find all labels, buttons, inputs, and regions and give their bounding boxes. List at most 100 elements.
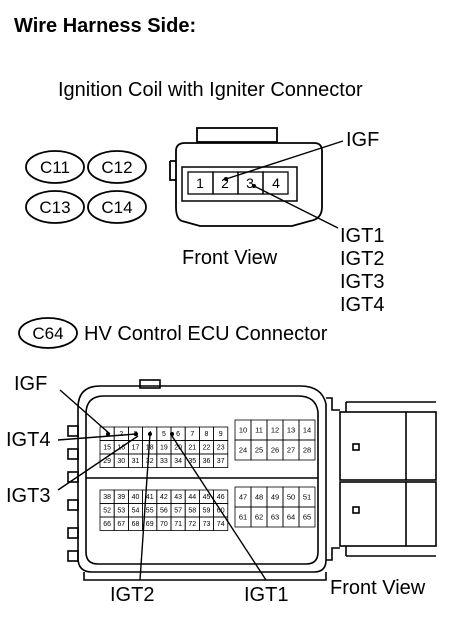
coil-signal-igt2: IGT2 — [340, 248, 384, 270]
ecu-pin-44: 44 — [188, 494, 196, 501]
ecu-pin-block-a: 1234567891516171819202122232930313233343… — [99, 426, 229, 468]
ecu-igt1-dot — [170, 432, 174, 436]
ecu-pin-32: 32 — [146, 458, 154, 465]
ecu-pin-35: 35 — [188, 458, 196, 465]
ecu-pin-40: 40 — [132, 494, 140, 501]
ecu-pin-cell — [213, 453, 229, 468]
ecu-pin-47: 47 — [239, 493, 247, 502]
ecu-connector-title: HV Control ECU Connector — [84, 323, 328, 345]
ecu-pin-69: 69 — [146, 521, 154, 528]
ecu-igt2-dot — [148, 432, 152, 436]
coil-pin-4: 4 — [272, 175, 280, 191]
ecu-pin-16: 16 — [117, 445, 125, 452]
coil-pin2-dot — [224, 177, 228, 181]
ecu-pin-64: 64 — [287, 513, 295, 522]
ecu-pin-6: 6 — [176, 431, 180, 438]
ecu-pin-52: 52 — [103, 508, 111, 515]
ecu-pin-29: 29 — [103, 458, 111, 465]
connector-code-c13: C13 — [39, 198, 70, 217]
ecu-pin-cell — [213, 516, 229, 531]
ecu-pin-13: 13 — [287, 426, 295, 435]
ecu-pin-cell — [298, 439, 316, 461]
ecu-pin-22: 22 — [203, 445, 211, 452]
coil-signal-igf: IGF — [346, 129, 379, 151]
coil-signal-igt3: IGT3 — [340, 271, 384, 293]
ecu-pin-cell — [298, 506, 316, 528]
heading: Wire Harness Side: — [14, 15, 196, 37]
ecu-pin-31: 31 — [132, 458, 140, 465]
ecu-connector-code: C64 — [32, 324, 63, 343]
coil-connector-codes — [25, 150, 147, 224]
ecu-pin-71: 71 — [174, 521, 182, 528]
ecu-connector-body — [67, 379, 437, 581]
ecu-pin-72: 72 — [188, 521, 196, 528]
ecu-pin-70: 70 — [160, 521, 168, 528]
ecu-pin-68: 68 — [132, 521, 140, 528]
coil-pin-cells — [187, 171, 289, 195]
ecu-pin-39: 39 — [117, 494, 125, 501]
ecu-pin-57: 57 — [174, 508, 182, 515]
ecu-pin-21: 21 — [188, 445, 196, 452]
ecu-pin-45: 45 — [203, 494, 211, 501]
ecu-pin-56: 56 — [160, 508, 168, 515]
coil-front-view-label: Front View — [182, 247, 278, 269]
ecu-pin-63: 63 — [271, 513, 279, 522]
ecu-pin-11: 11 — [255, 426, 263, 435]
ecu-pin-14: 14 — [303, 426, 311, 435]
coil-pin3-dot — [252, 184, 256, 188]
ecu-pin-66: 66 — [103, 521, 111, 528]
ecu-label-igt3: IGT3 — [6, 485, 50, 507]
ecu-pin-46: 46 — [217, 494, 225, 501]
ecu-pin-23: 23 — [217, 445, 225, 452]
ecu-pin-48: 48 — [255, 493, 263, 502]
ecu-pin-8: 8 — [205, 431, 209, 438]
ecu-igf-dot — [106, 432, 110, 436]
coil-signal-igt1: IGT1 — [340, 225, 384, 247]
ecu-pin-50: 50 — [287, 493, 295, 502]
ecu-label-igt1: IGT1 — [244, 584, 288, 606]
ecu-pin-17: 17 — [132, 445, 140, 452]
ecu-pin-19: 19 — [160, 445, 168, 452]
ecu-label-igt2: IGT2 — [110, 584, 154, 606]
ecu-pin-25: 25 — [255, 446, 263, 455]
ecu-pin-9: 9 — [219, 431, 223, 438]
connector-code-c12: C12 — [101, 158, 132, 177]
ecu-pin-74: 74 — [217, 521, 225, 528]
ecu-pin-59: 59 — [203, 508, 211, 515]
ecu-leader-lines — [57, 389, 267, 581]
ecu-pin-61: 61 — [239, 513, 247, 522]
ecu-pin-53: 53 — [117, 508, 125, 515]
ecu-pin-20: 20 — [174, 445, 182, 452]
ecu-pin-33: 33 — [160, 458, 168, 465]
connector-code-c14: C14 — [101, 198, 132, 217]
ecu-label-igt4: IGT4 — [6, 429, 50, 451]
ecu-pin-12: 12 — [271, 426, 279, 435]
ecu-pin-34: 34 — [174, 458, 182, 465]
ecu-pin-62: 62 — [255, 513, 263, 522]
ecu-pin-15: 15 — [103, 445, 111, 452]
coil-signal-igt4: IGT4 — [340, 294, 384, 316]
ecu-pin-42: 42 — [160, 494, 168, 501]
coil-pin-2: 2 — [221, 175, 229, 191]
ecu-pin-43: 43 — [174, 494, 182, 501]
ecu-pin-38: 38 — [103, 494, 111, 501]
ecu-connector-code-oval — [18, 317, 78, 349]
coil-pin-3: 3 — [246, 175, 254, 191]
ecu-pin-10: 10 — [239, 426, 247, 435]
ecu-pin-37: 37 — [217, 458, 225, 465]
coil-pin-1: 1 — [196, 175, 204, 191]
ecu-pin-block-b: 10 11 12 13 14 24 25 26 27 28 — [234, 419, 316, 461]
ecu-pin-55: 55 — [146, 508, 154, 515]
ecu-pin-24: 24 — [239, 446, 247, 455]
coil-connector-title: Ignition Coil with Igniter Connector — [58, 79, 363, 101]
ecu-pin-73: 73 — [203, 521, 211, 528]
ecu-pin-67: 67 — [117, 521, 125, 528]
ecu-pin-58: 58 — [188, 508, 196, 515]
ecu-pin-28: 28 — [303, 446, 311, 455]
ecu-pin-7: 7 — [190, 431, 194, 438]
ecu-pin-26: 26 — [271, 446, 279, 455]
ecu-pin-27: 27 — [287, 446, 295, 455]
ecu-pin-36: 36 — [203, 458, 211, 465]
